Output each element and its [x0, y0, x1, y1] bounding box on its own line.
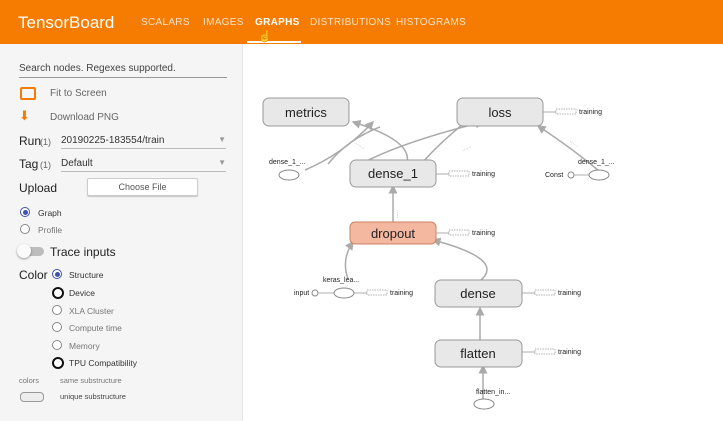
edge-label: ·····	[394, 210, 400, 219]
color-label: Color	[19, 268, 48, 282]
node-dense-label: dense	[460, 286, 495, 301]
legend-colors-label: colors	[19, 376, 40, 385]
node-dense-1-right[interactable]: dense_1_...	[578, 159, 615, 181]
node-dense-1-label: dense_1	[368, 166, 418, 181]
node-dense[interactable]: dense	[434, 279, 523, 308]
training-stub-flatten: training	[522, 348, 581, 356]
node-loss-label: loss	[488, 105, 512, 120]
tab-graphs[interactable]: GRAPHS	[255, 17, 300, 28]
color-structure-label: Structure	[69, 270, 104, 280]
radio-color-structure[interactable]	[52, 269, 62, 279]
edge-label: ······	[568, 139, 580, 150]
svg-text:training: training	[579, 109, 602, 116]
svg-text:training: training	[472, 171, 495, 178]
trace-inputs-toggle[interactable]	[20, 247, 44, 256]
chevron-down-icon: ▼	[218, 158, 226, 167]
legend-unique-swatch	[20, 392, 44, 402]
color-tpu-label: TPU Compatibility	[69, 358, 138, 368]
mouse-pointer-icon: ☝	[258, 31, 272, 43]
radio-profile-label: Profile	[38, 225, 63, 235]
tag-label: Tag	[19, 157, 39, 171]
choose-file-button[interactable]: Choose File	[87, 178, 198, 196]
training-stub-dropout: training	[436, 229, 495, 237]
color-xla-cluster-label: XLA Cluster	[69, 306, 114, 316]
legend-unique-substructure: unique substructure	[60, 392, 126, 401]
search-input[interactable]: Search nodes. Regexes supported.	[19, 63, 227, 78]
tab-images[interactable]: IMAGES	[203, 17, 244, 28]
node-dropout[interactable]: dropout	[349, 221, 437, 245]
edge-keras-dropout	[344, 240, 354, 280]
svg-text:input: input	[294, 290, 309, 297]
run-label: Run	[19, 134, 42, 148]
training-stub-dense-1: training	[436, 170, 495, 178]
run-count: (1)	[40, 137, 51, 147]
trace-inputs-label: Trace inputs	[50, 245, 116, 259]
download-icon[interactable]: ⬇	[19, 108, 30, 123]
node-dense-1[interactable]: dense_1	[349, 159, 437, 188]
run-select-value: 20190225-183554/train	[61, 135, 165, 146]
tag-count: (1)	[40, 160, 51, 170]
edge-dense-dropout	[431, 237, 488, 281]
run-select[interactable]: 20190225-183554/train ▼	[61, 135, 226, 149]
node-keras-learning-phase[interactable]: keras_lea... training	[323, 277, 413, 299]
edge-dense1right-loss	[536, 125, 600, 172]
active-tab-indicator	[247, 41, 301, 43]
svg-text:training: training	[558, 290, 581, 297]
node-dropout-label: dropout	[371, 226, 415, 241]
tab-scalars[interactable]: SCALARS	[141, 17, 190, 28]
fit-to-screen-icon[interactable]	[20, 87, 36, 100]
svg-text:dense_1_...: dense_1_...	[578, 159, 615, 166]
app-title: TensorBoard	[18, 13, 115, 32]
top-app-bar: TensorBoard SCALARS IMAGES GRAPHS DISTRI…	[0, 0, 723, 44]
svg-text:training: training	[558, 349, 581, 356]
node-const[interactable]: Const	[545, 171, 589, 179]
node-metrics-label: metrics	[285, 105, 327, 120]
radio-color-memory[interactable]	[52, 340, 62, 350]
node-flatten[interactable]: flatten	[434, 339, 523, 368]
node-dense-1-left[interactable]: dense_1_...	[269, 159, 306, 181]
svg-text:flatten_in...: flatten_in...	[476, 389, 510, 396]
svg-text:Const: Const	[545, 172, 563, 179]
tab-histograms[interactable]: HISTOGRAMS	[396, 17, 467, 28]
tag-select[interactable]: Default ▼	[61, 158, 226, 172]
svg-text:training: training	[390, 290, 413, 297]
sidebar	[0, 44, 243, 421]
radio-profile[interactable]	[20, 224, 30, 234]
radio-color-xla-cluster[interactable]	[52, 305, 62, 315]
tab-distributions[interactable]: DISTRIBUTIONS	[310, 17, 392, 28]
chevron-down-icon: ▼	[218, 135, 226, 144]
training-stub-dense: training	[522, 289, 581, 297]
trace-inputs-toggle-knob[interactable]	[17, 244, 31, 258]
edge-label: ······	[354, 141, 366, 152]
node-input[interactable]: input	[294, 289, 334, 297]
radio-color-compute-time[interactable]	[52, 322, 62, 332]
color-compute-time-label: Compute time	[69, 323, 122, 333]
training-stub-loss: training	[543, 108, 602, 116]
node-flatten-label: flatten	[460, 346, 495, 361]
legend-same-substructure: same substructure	[60, 376, 122, 385]
node-loss[interactable]: loss	[456, 97, 544, 127]
radio-color-device[interactable]	[52, 287, 64, 299]
svg-text:training: training	[472, 230, 495, 237]
svg-text:dense_1_...: dense_1_...	[269, 159, 306, 166]
upload-label: Upload	[19, 181, 58, 195]
radio-color-tpu[interactable]	[52, 357, 64, 369]
edge-label: ······	[461, 144, 473, 154]
fit-to-screen-link[interactable]: Fit to Screen	[50, 88, 107, 99]
color-memory-label: Memory	[69, 341, 100, 351]
radio-graph-label: Graph	[38, 208, 62, 218]
radio-graph[interactable]	[20, 207, 30, 217]
edge-dense1left-metrics	[304, 120, 375, 171]
node-metrics[interactable]: metrics	[262, 97, 350, 127]
tag-select-value: Default	[61, 158, 93, 169]
node-flatten-input[interactable]: flatten_in...	[473, 389, 510, 410]
color-device-label: Device	[69, 288, 95, 298]
download-png-link[interactable]: Download PNG	[50, 112, 119, 123]
svg-text:keras_lea...: keras_lea...	[323, 277, 359, 284]
graph-canvas[interactable]: ······ ······ ······ ····· ····· metrics…	[243, 44, 723, 421]
